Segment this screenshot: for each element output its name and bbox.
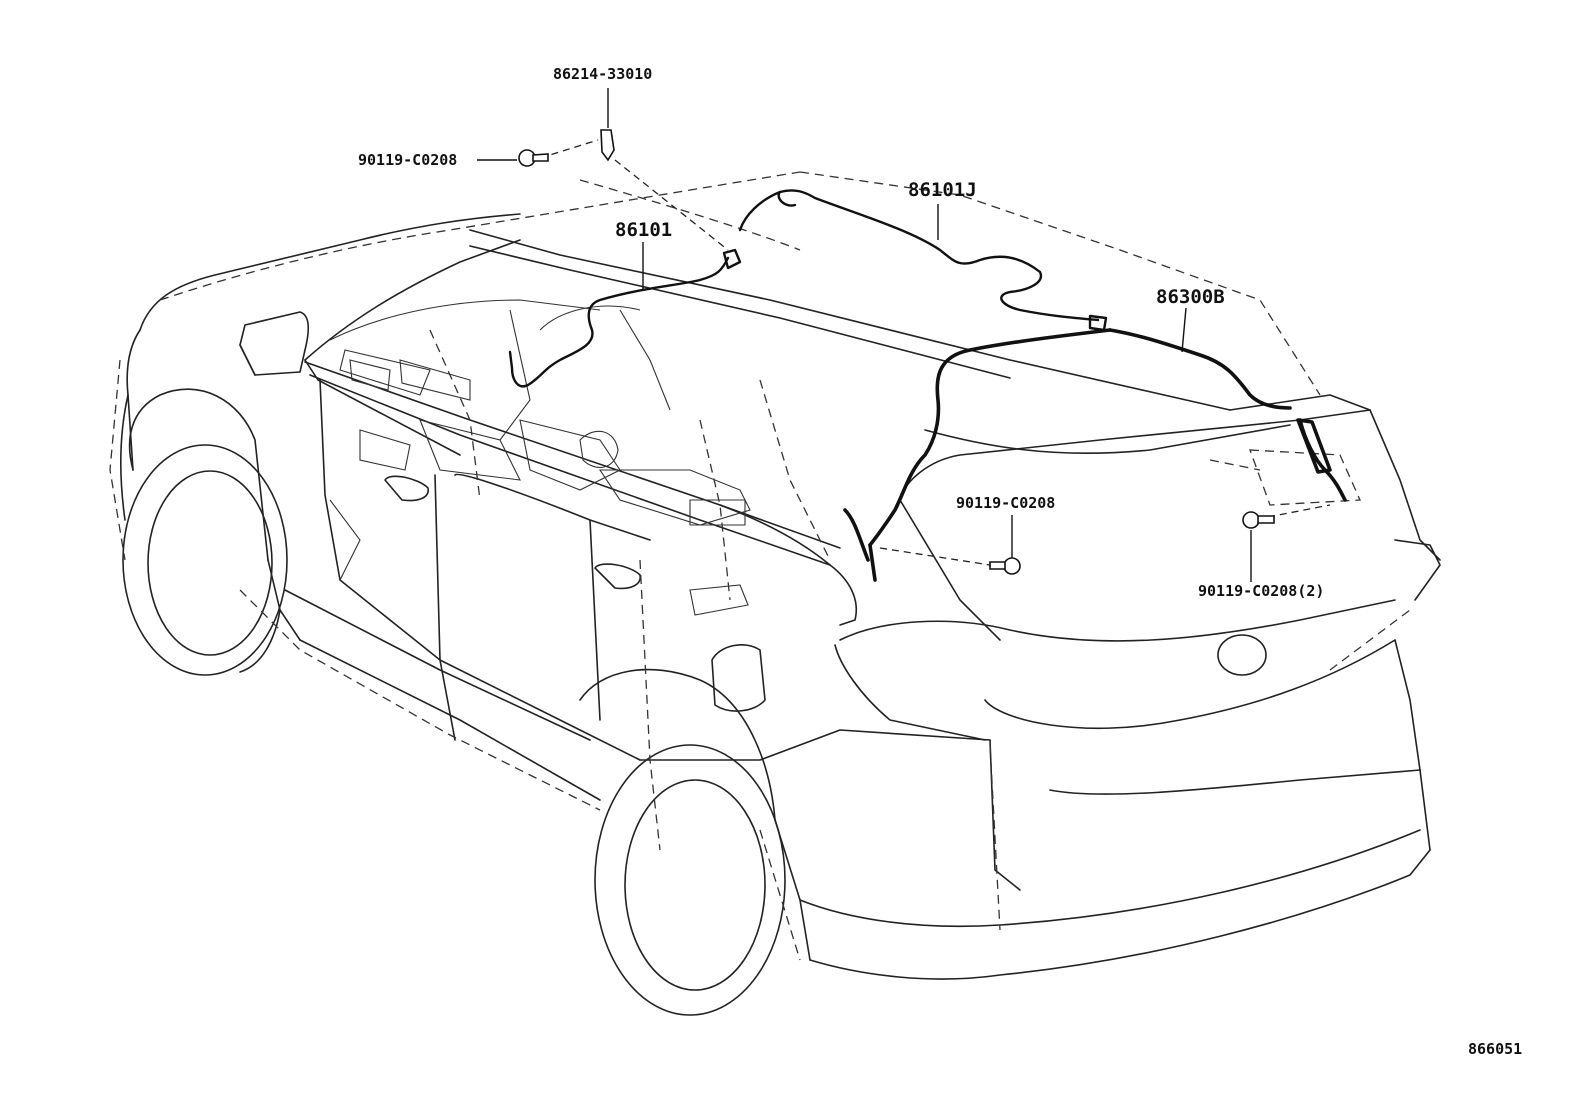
label-cord-roof: 86101J [908, 179, 977, 201]
front-door-handle [384, 475, 429, 502]
label-antenna-base: 86214-33010 [553, 65, 652, 83]
shift-knob [579, 430, 619, 468]
antenna-cord-86101 [508, 248, 742, 388]
interior-detail [329, 299, 751, 616]
leader-lines [477, 88, 1331, 582]
rear-door-handle [594, 563, 641, 590]
rear-emblem [1217, 634, 1267, 676]
label-screw-rear: 90119-C0208(2) [1198, 582, 1324, 600]
screw-icon [518, 149, 549, 167]
front-wheel [122, 444, 288, 676]
fuel-door [711, 644, 766, 712]
antenna-clip-icon [600, 129, 615, 162]
rear-wheel [594, 744, 786, 1016]
screw-icon [989, 557, 1021, 575]
vehicle-body-outline [119, 213, 1441, 1016]
side-mirror [239, 311, 310, 376]
screw-icon [1242, 511, 1275, 529]
figure-id: 866051 [1468, 1040, 1522, 1058]
label-cord-front: 86101 [615, 219, 672, 241]
callout-labels: 86214-33010 90119-C0208 86101 86101J 863… [358, 65, 1522, 1058]
label-cable-rear: 86300B [1156, 286, 1225, 308]
label-screw-top: 90119-C0208 [358, 151, 457, 169]
label-screw-mid: 90119-C0208 [956, 494, 1055, 512]
antenna-cable-86300B [843, 328, 1347, 582]
antenna-cord-86101J [738, 189, 1108, 332]
hidden-lines [109, 171, 1411, 961]
